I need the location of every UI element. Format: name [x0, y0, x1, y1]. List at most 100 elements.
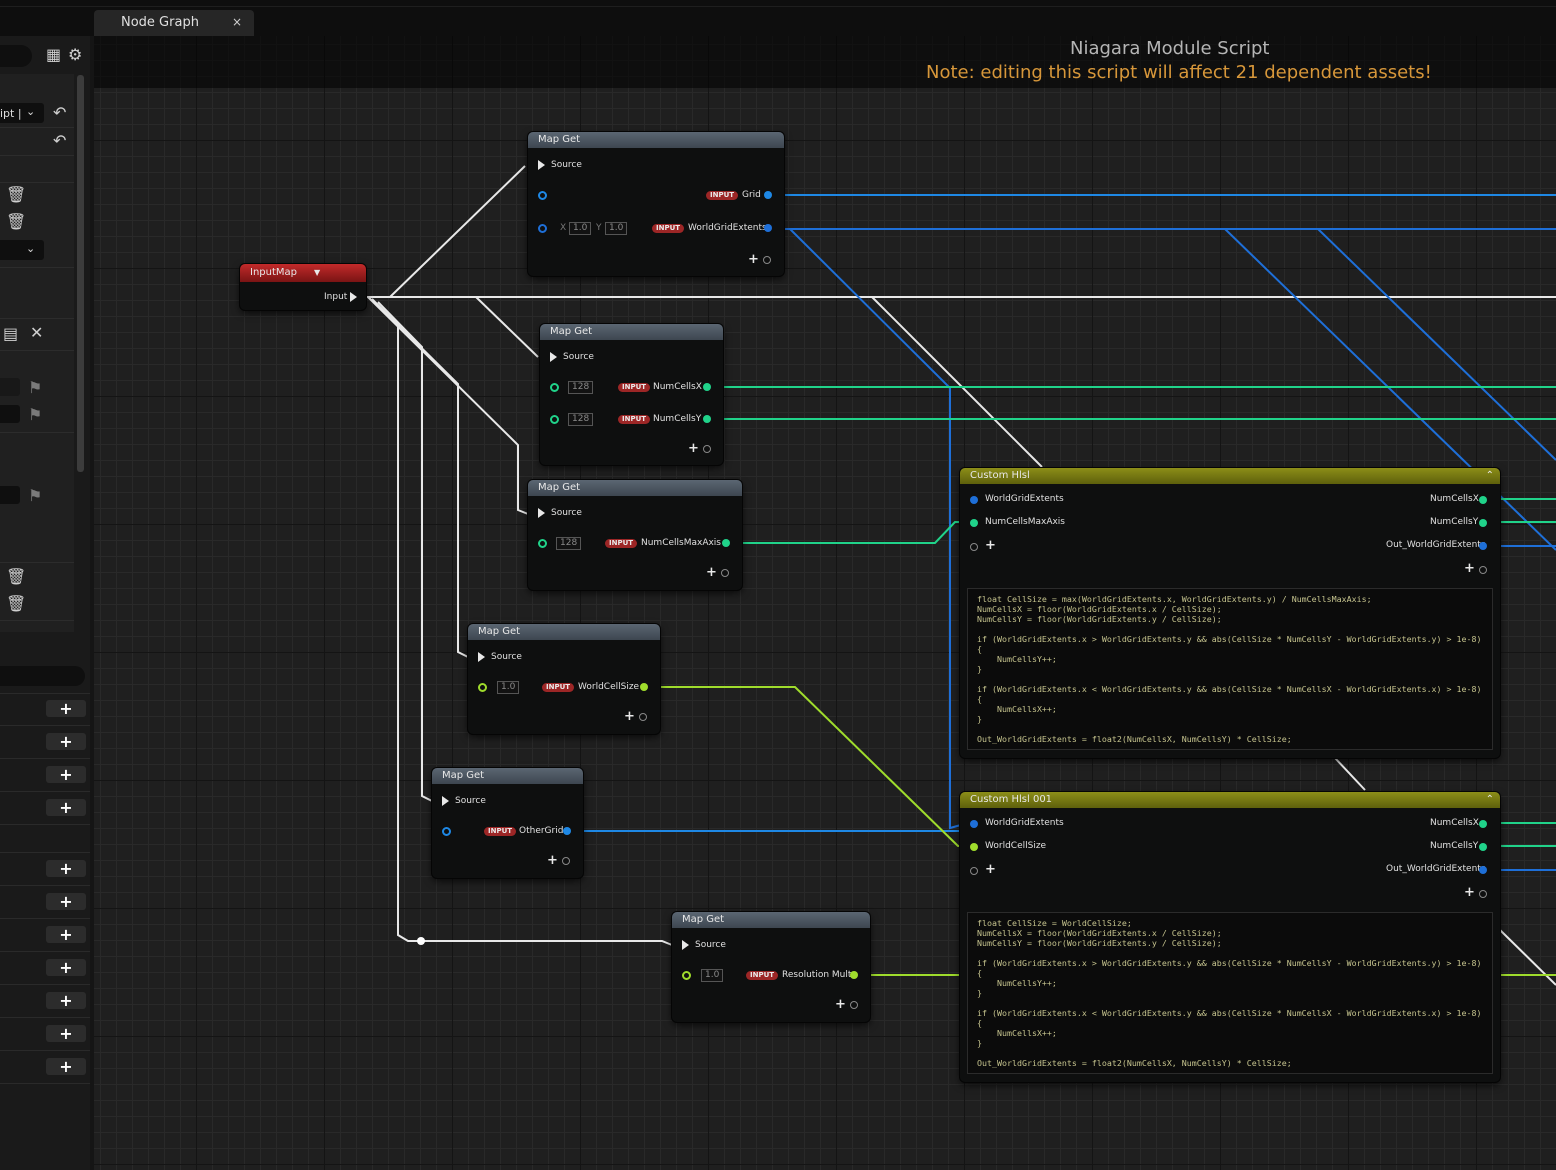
input-pin[interactable]	[682, 971, 691, 980]
add-button[interactable]: +	[46, 1058, 86, 1075]
flag-icon[interactable]: ⚑	[28, 486, 43, 505]
tab-close-icon[interactable]: ×	[231, 15, 242, 29]
add-pin-circle-icon[interactable]	[639, 713, 647, 721]
add-output-icon[interactable]: +	[1464, 885, 1475, 900]
input-pin[interactable]	[970, 843, 978, 851]
input-pin[interactable]	[970, 496, 978, 504]
node-title-bar[interactable]: Map Get	[528, 132, 784, 148]
add-input-circle-icon[interactable]	[970, 543, 978, 551]
add-button[interactable]: +	[46, 959, 86, 976]
y-value-field[interactable]: 1.0	[605, 222, 628, 235]
input-pin[interactable]	[538, 539, 547, 548]
output-pin[interactable]	[1479, 519, 1487, 527]
add-input-icon[interactable]: +	[985, 538, 996, 553]
value-field[interactable]: 128	[556, 537, 582, 550]
collapse-chevron-icon[interactable]: ⌃	[1485, 794, 1494, 805]
trash-icon[interactable]: 🗑	[6, 567, 27, 586]
add-pin-icon[interactable]: +	[688, 441, 699, 456]
map-get-node[interactable]: Map Get Source 1.0 INPUT WorldCellSize +	[468, 624, 660, 734]
output-pin[interactable]	[764, 224, 772, 232]
add-pin-circle-icon[interactable]	[763, 256, 771, 264]
add-pin-icon[interactable]: +	[835, 997, 846, 1012]
exec-input-pin[interactable]	[478, 652, 485, 662]
add-button[interactable]: +	[46, 700, 86, 717]
map-get-node[interactable]: Map Get Source INPUT Grid X 1.0 Y 1.0 IN…	[528, 132, 784, 276]
add-button[interactable]: +	[46, 926, 86, 943]
exec-input-pin[interactable]	[682, 940, 689, 950]
add-output-icon[interactable]: +	[1464, 561, 1475, 576]
add-pin-circle-icon[interactable]	[721, 569, 729, 577]
value-field[interactable]: 1.0	[701, 969, 724, 982]
script-dropdown[interactable]: ipt | ⌄	[0, 103, 44, 123]
output-pin[interactable]	[1479, 866, 1487, 874]
add-pin-icon[interactable]: +	[624, 709, 635, 724]
value-field[interactable]	[0, 486, 20, 504]
flag-icon[interactable]: ⚑	[28, 405, 43, 424]
input-pin[interactable]	[442, 827, 451, 836]
map-get-node[interactable]: Map Get Source 128 INPUT NumCellsMaxAxis…	[528, 480, 742, 590]
output-pin[interactable]	[703, 383, 711, 391]
add-output-circle-icon[interactable]	[1479, 566, 1487, 574]
output-pin[interactable]	[563, 827, 571, 835]
flag-icon[interactable]: ⚑	[28, 378, 43, 397]
input-pin[interactable]	[538, 191, 547, 200]
hlsl-code-editor[interactable]: float CellSize = WorldCellSize; NumCells…	[967, 912, 1493, 1074]
undo-icon[interactable]: ↶	[53, 103, 67, 122]
type-dropdown[interactable]: ⌄	[0, 240, 44, 260]
input-pin[interactable]	[478, 683, 487, 692]
map-get-node[interactable]: Map Get Source 128 INPUT NumCellsX 128 I…	[540, 324, 723, 465]
value-field[interactable]: 1.0	[497, 681, 520, 694]
input-pin[interactable]	[550, 383, 559, 392]
add-button[interactable]: +	[46, 733, 86, 750]
value-field[interactable]: 128	[568, 381, 594, 394]
add-button[interactable]: +	[46, 992, 86, 1009]
add-pin-circle-icon[interactable]	[850, 1001, 858, 1009]
collapse-chevron-icon[interactable]: ⌃	[1485, 470, 1494, 481]
exec-input-pin[interactable]	[538, 508, 545, 518]
output-pin[interactable]	[764, 191, 772, 199]
output-pin[interactable]	[703, 415, 711, 423]
reset-icon[interactable]: ↶	[53, 131, 67, 150]
custom-hlsl-node[interactable]: Custom Hlsl 001 ⌃ WorldGridExtents World…	[960, 792, 1500, 1082]
node-title-bar[interactable]: Custom Hlsl ⌃	[960, 468, 1500, 484]
node-title-bar[interactable]: Map Get	[468, 624, 660, 640]
settings-gear-icon[interactable]: ⚙	[68, 45, 83, 64]
exec-output-pin[interactable]	[350, 292, 357, 302]
add-pin-circle-icon[interactable]	[703, 445, 711, 453]
value-field[interactable]	[0, 405, 20, 423]
exec-input-pin[interactable]	[538, 160, 545, 170]
add-button[interactable]: +	[46, 860, 86, 877]
add-pin-circle-icon[interactable]	[562, 857, 570, 865]
node-title-bar[interactable]: Map Get	[432, 768, 583, 784]
table-view-icon[interactable]: ▦	[46, 45, 62, 64]
exec-input-pin[interactable]	[442, 796, 449, 806]
tab-node-graph[interactable]: Node Graph ×	[94, 10, 254, 36]
add-button[interactable]: +	[46, 766, 86, 783]
filter-field[interactable]	[0, 666, 85, 686]
add-pin-icon[interactable]: +	[706, 565, 717, 580]
custom-hlsl-node[interactable]: Custom Hlsl ⌃ WorldGridExtents NumCellsM…	[960, 468, 1500, 758]
map-get-node[interactable]: Map Get Source 1.0 INPUT Resolution Mult…	[672, 912, 870, 1022]
dropdown-arrow-icon[interactable]: ▼	[314, 268, 321, 277]
add-input-icon[interactable]: +	[985, 862, 996, 877]
output-pin[interactable]	[850, 971, 858, 979]
output-pin[interactable]	[640, 683, 648, 691]
value-field[interactable]	[0, 378, 20, 396]
add-button[interactable]: +	[46, 799, 86, 816]
output-pin[interactable]	[1479, 542, 1487, 550]
input-map-node[interactable]: InputMap ▼ Input	[240, 264, 366, 310]
browse-asset-icon[interactable]: ▤	[3, 324, 19, 343]
node-title-bar[interactable]: Map Get	[528, 480, 742, 496]
node-title-bar[interactable]: Map Get	[672, 912, 870, 928]
input-pin[interactable]	[538, 224, 547, 233]
output-pin[interactable]	[1479, 820, 1487, 828]
node-title-bar[interactable]: InputMap ▼	[240, 264, 366, 282]
map-get-node[interactable]: Map Get Source INPUT OtherGrid +	[432, 768, 583, 878]
exec-input-pin[interactable]	[550, 352, 557, 362]
add-button[interactable]: +	[46, 893, 86, 910]
add-pin-icon[interactable]: +	[547, 853, 558, 868]
trash-icon[interactable]: 🗑	[6, 185, 27, 204]
node-title-bar[interactable]: Map Get	[540, 324, 723, 340]
add-input-circle-icon[interactable]	[970, 867, 978, 875]
trash-icon[interactable]: 🗑	[6, 594, 27, 613]
